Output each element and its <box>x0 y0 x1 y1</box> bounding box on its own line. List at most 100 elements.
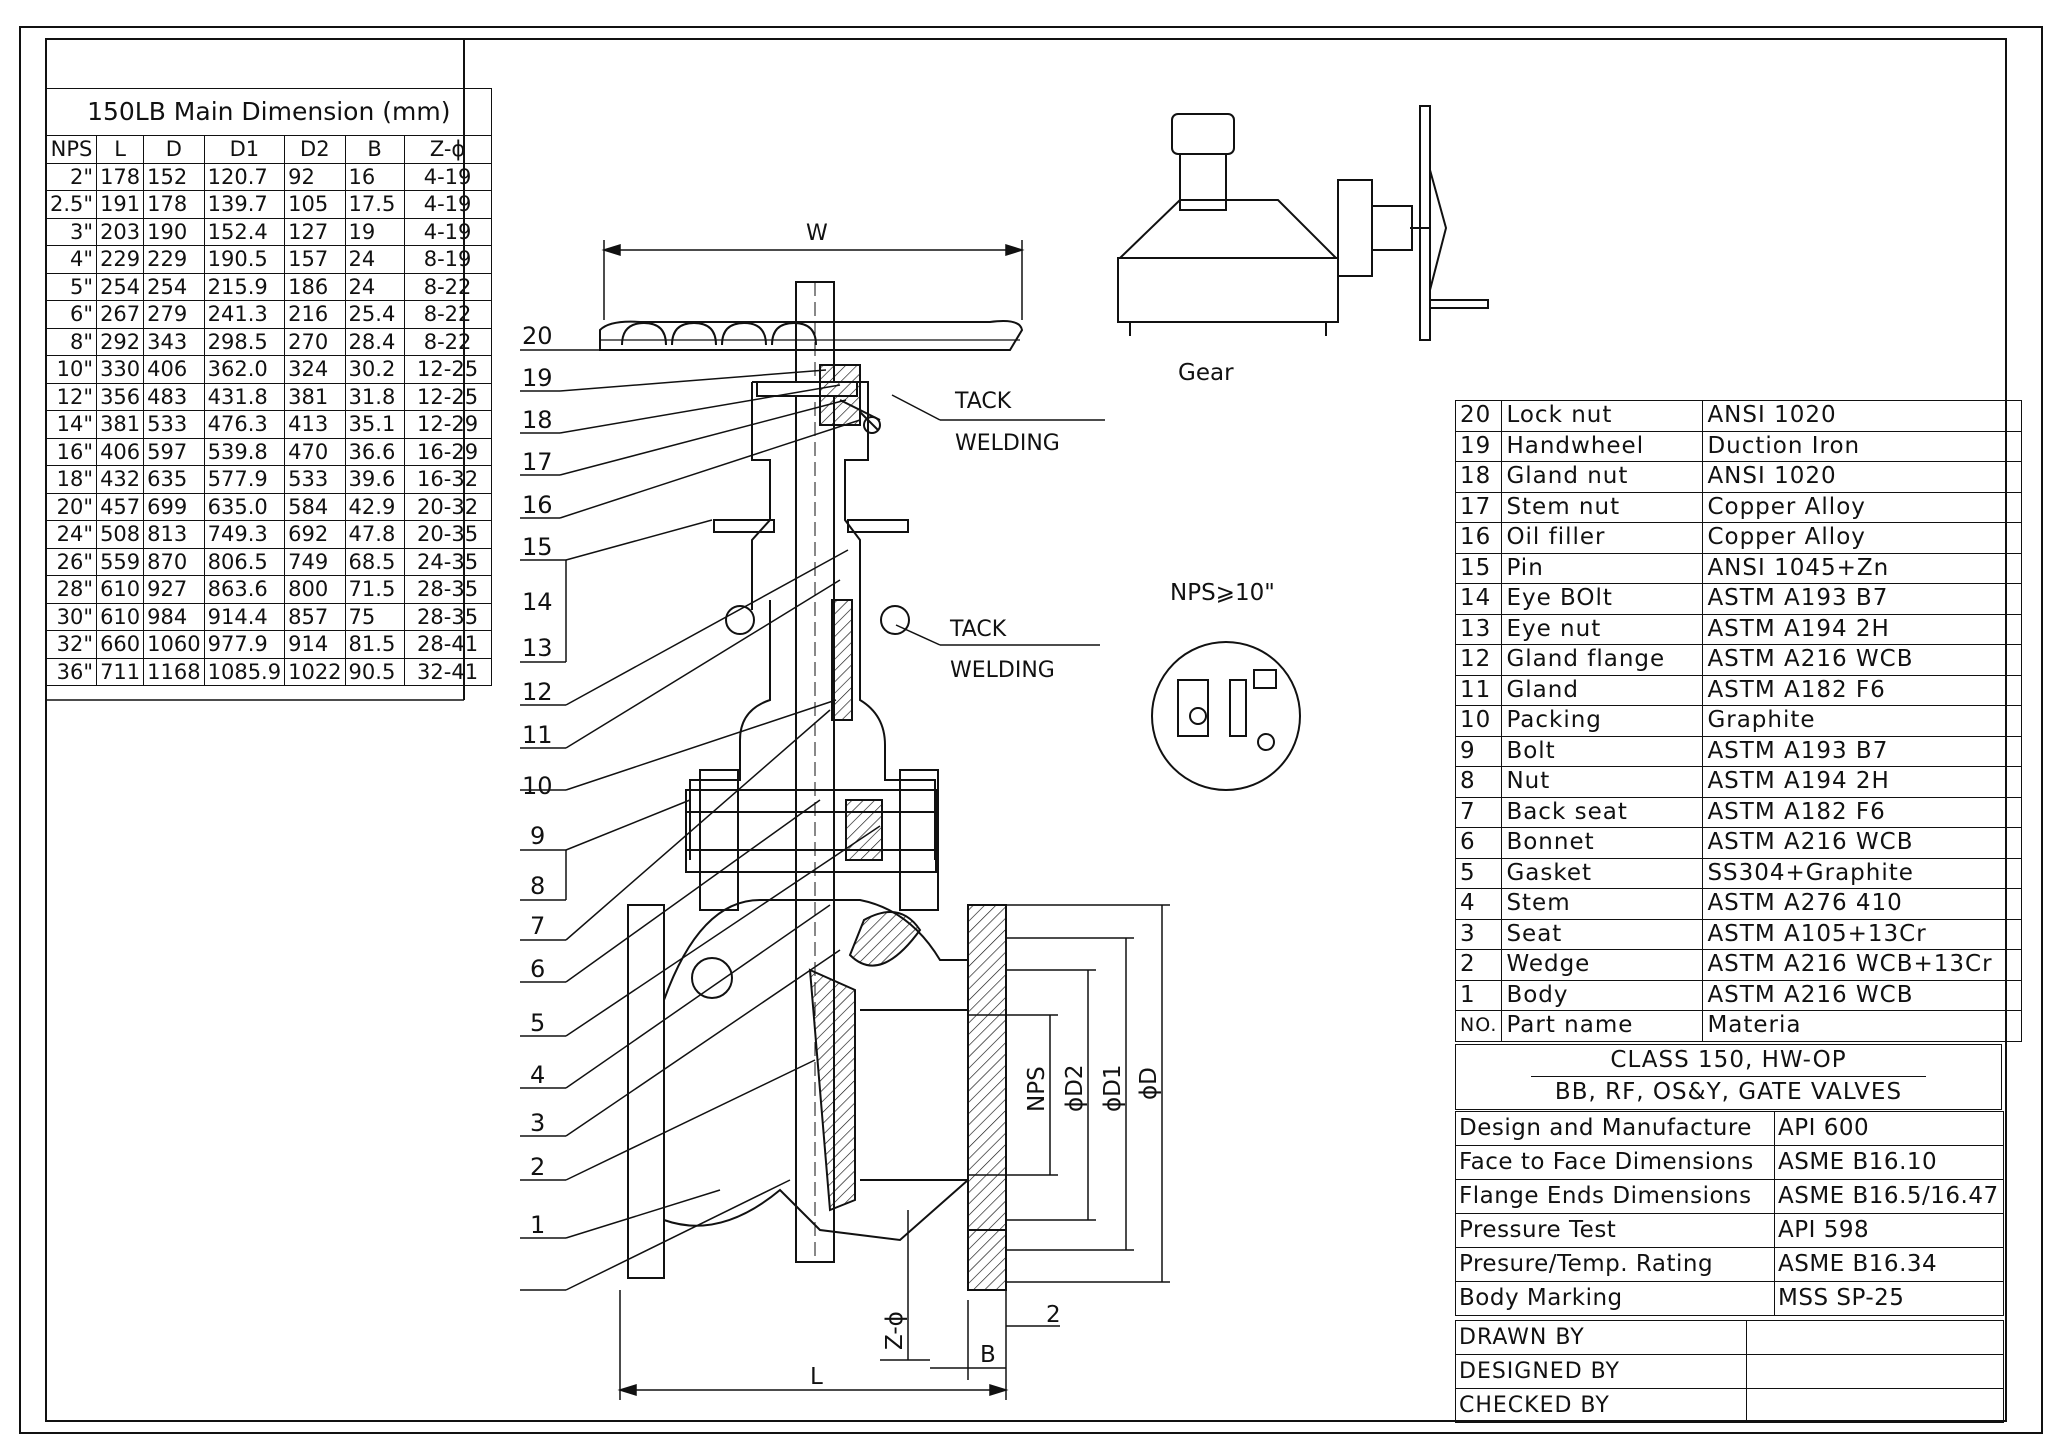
part-name: Body <box>1501 979 1704 1011</box>
dimension-cell: 17.5 <box>344 190 405 219</box>
dimension-cell: 68.5 <box>344 547 405 576</box>
part-material: ASTM A276 410 <box>1702 888 2023 920</box>
dimension-cell: 178 <box>96 162 145 191</box>
balloon-8: 8 <box>530 872 545 900</box>
dim-d1-label: ϕD1 <box>1100 1064 1126 1112</box>
dimension-cell: 711 <box>96 657 145 686</box>
dimension-cell: 927 <box>143 575 205 604</box>
dimension-cell: 406 <box>143 355 205 384</box>
dimension-length <box>617 1210 1060 1400</box>
standard-item: Body Marking <box>1455 1281 1775 1316</box>
dimension-cell: 813 <box>143 520 205 549</box>
signature-label: CHECKED BY <box>1455 1388 1747 1423</box>
dimension-cell: 47.8 <box>344 520 405 549</box>
balloon-6: 6 <box>530 955 545 983</box>
dimension-cell: 254 <box>96 272 145 301</box>
dimension-cell: 381 <box>284 382 346 411</box>
gear-label: Gear <box>1178 360 1234 386</box>
dimension-cell: 610 <box>96 575 145 604</box>
dim-z-label: Z-ϕ <box>882 1311 908 1350</box>
dimension-cell: 92 <box>284 162 346 191</box>
dimension-cell: 8-22 <box>403 300 492 329</box>
balloon-5: 5 <box>530 1009 545 1037</box>
balloon-4: 4 <box>530 1061 545 1089</box>
dimension-cell: 432 <box>96 465 145 494</box>
standard-item: Pressure Test <box>1455 1213 1775 1248</box>
signature-label: DRAWN BY <box>1455 1320 1747 1355</box>
dimension-cell: 3" <box>45 217 98 246</box>
detail-nps-label: NPS⩾10" <box>1170 580 1275 606</box>
dimension-cell: 28-35 <box>403 575 492 604</box>
dimension-cell: 8-22 <box>403 272 492 301</box>
dimension-cell: 749 <box>284 547 346 576</box>
dimension-cell: 533 <box>143 410 205 439</box>
dimension-cell: 476.3 <box>203 410 286 439</box>
dimension-cell: 229 <box>143 245 205 274</box>
dimension-cell: 8-22 <box>403 327 492 356</box>
dimension-cell: 75 <box>344 602 405 631</box>
dimension-cell: 24-35 <box>403 547 492 576</box>
part-material: Duction Iron <box>1702 430 2023 462</box>
dimension-cell: 14" <box>45 410 98 439</box>
part-name: Gland flange <box>1501 644 1704 676</box>
dimension-cell: 279 <box>143 300 205 329</box>
dimension-cell: 190.5 <box>203 245 286 274</box>
dimension-cell: 139.7 <box>203 190 286 219</box>
part-name: Handwheel <box>1501 430 1704 462</box>
part-name: Gland <box>1501 674 1704 706</box>
dimension-cell: 229 <box>96 245 145 274</box>
part-number: 15 <box>1454 552 1503 584</box>
tack-welding-lower-1: TACK <box>949 617 1007 642</box>
part-number: 20 <box>1454 400 1503 432</box>
dimension-cell: 30.2 <box>344 355 405 384</box>
dimension-cell: 215.9 <box>203 272 286 301</box>
dimension-cell: 635 <box>143 465 205 494</box>
gate-valve-section-view <box>520 240 1170 1400</box>
part-material: SS304+Graphite <box>1702 857 2023 889</box>
dimension-header-cell: L <box>96 135 145 164</box>
part-material: Copper Alloy <box>1702 522 2023 554</box>
balloon-18: 18 <box>522 406 553 434</box>
dimension-cell: 8-19 <box>403 245 492 274</box>
balloon-12: 12 <box>522 678 553 706</box>
dimension-cell: 157 <box>284 245 346 274</box>
signature-field <box>1746 1388 2004 1423</box>
dimension-cell: 32" <box>45 630 98 659</box>
balloon-11: 11 <box>522 721 553 749</box>
detail-view <box>1151 641 1301 791</box>
dimension-cell: 5" <box>45 272 98 301</box>
signature-row: CHECKED BY <box>1455 1388 2004 1423</box>
part-name: Eye BOlt <box>1501 583 1704 615</box>
dimension-cell: 10" <box>45 355 98 384</box>
dimension-cell: 660 <box>96 630 145 659</box>
dimension-cell: 8" <box>45 327 98 356</box>
balloon-14: 14 <box>522 588 553 616</box>
balloon-9: 9 <box>530 822 545 850</box>
part-number: 17 <box>1454 491 1503 523</box>
dimension-cell: 203 <box>96 217 145 246</box>
part-name: Back seat <box>1501 796 1704 828</box>
dimension-cell: 178 <box>143 190 205 219</box>
dimension-cell: 559 <box>96 547 145 576</box>
outer-border <box>19 26 2043 1434</box>
balloon-13: 13 <box>522 634 553 662</box>
standard-item: Flange Ends Dimensions <box>1455 1179 1775 1214</box>
tack-welding-upper-1: TACK <box>954 389 1012 414</box>
dim-nps-label: NPS <box>1024 1066 1050 1112</box>
tack-welding-upper-2: WELDING <box>955 431 1060 456</box>
dimension-cell: 39.6 <box>344 465 405 494</box>
